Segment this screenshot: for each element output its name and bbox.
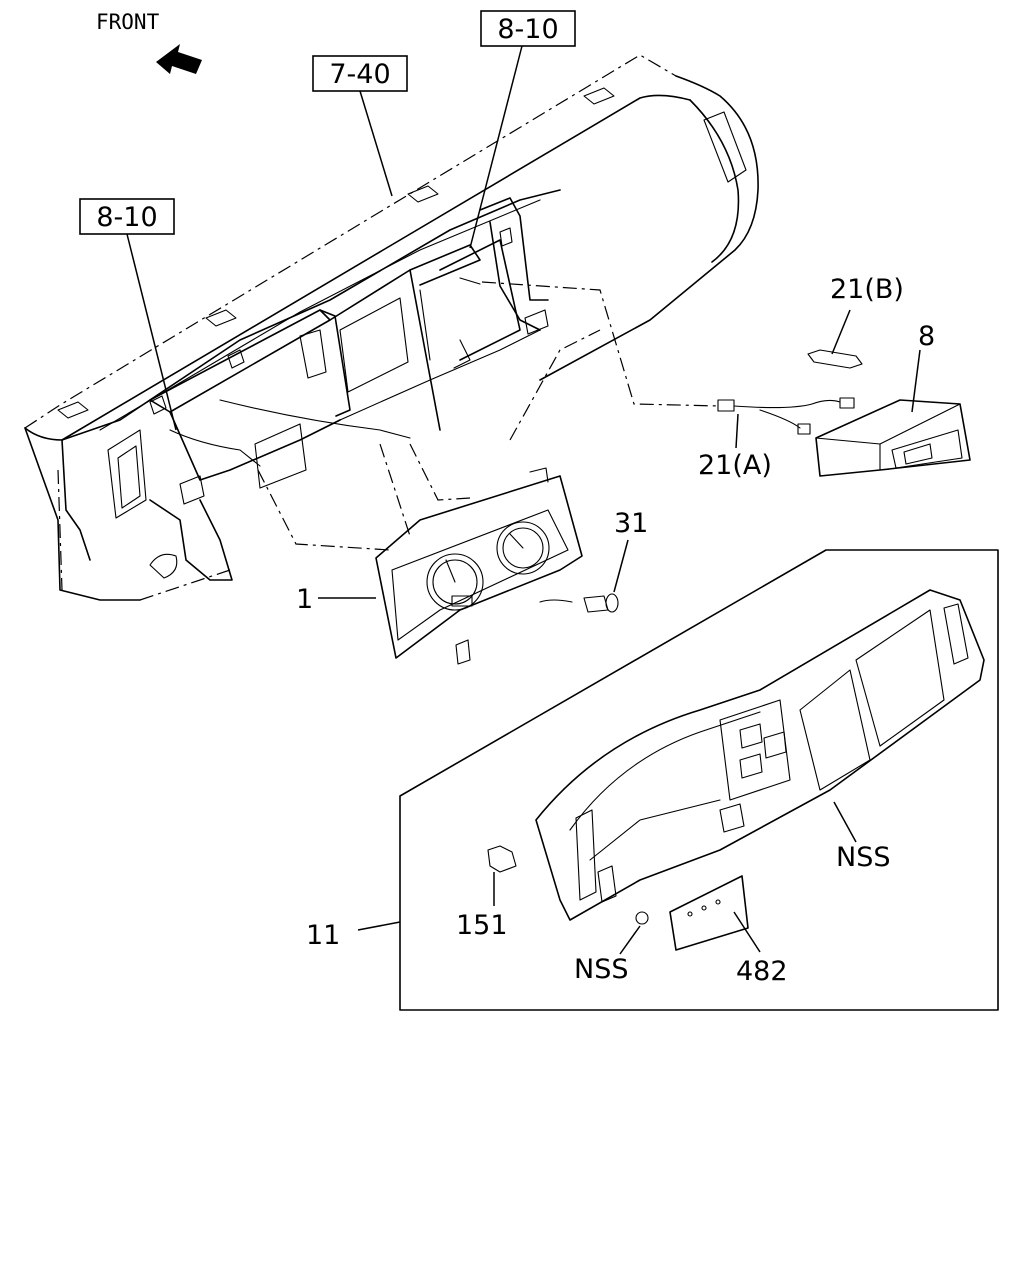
reference-box-left[interactable]: 8-10	[79, 198, 175, 235]
nss-nut[interactable]	[619, 911, 649, 955]
reference-label-left: 8-10	[96, 202, 157, 233]
callout-nss-nut: NSS	[574, 954, 628, 985]
callout-1: 1	[296, 584, 313, 615]
arrow-up-left-icon	[156, 44, 202, 74]
leader-ref-left	[126, 233, 177, 431]
reference-label-mid: 7-40	[329, 59, 390, 90]
leader-ref-top	[469, 45, 523, 249]
part-151-clip[interactable]	[487, 845, 517, 906]
front-label: FRONT	[96, 10, 160, 34]
part-31-screw[interactable]	[539, 539, 629, 613]
front-indicator: FRONT	[96, 10, 202, 74]
callout-482: 482	[736, 956, 788, 987]
part-8-module[interactable]	[815, 349, 971, 477]
part-21b-connector[interactable]	[807, 309, 863, 369]
part-11-cluster-bezel[interactable]	[535, 589, 985, 921]
reference-box-mid[interactable]: 7-40	[312, 55, 408, 92]
callout-8: 8	[918, 321, 935, 352]
part-1-instrument-cluster[interactable]	[257, 443, 583, 665]
leader-ref-mid	[359, 90, 393, 197]
callout-151: 151	[456, 910, 508, 941]
callout-nss-panel: NSS	[836, 842, 890, 873]
callout-21b: 21(B)	[830, 274, 904, 305]
reference-label-top: 8-10	[497, 14, 558, 45]
part-482-plate[interactable]	[669, 875, 761, 953]
callout-21a: 21(A)	[698, 450, 772, 481]
reference-box-top[interactable]: 8-10	[480, 10, 576, 47]
part-21a-harness[interactable]	[481, 281, 855, 449]
part-11-assembly-box	[357, 549, 999, 1011]
dashboard-panel	[24, 54, 759, 601]
callout-11: 11	[306, 920, 340, 951]
callout-31: 31	[614, 508, 648, 539]
